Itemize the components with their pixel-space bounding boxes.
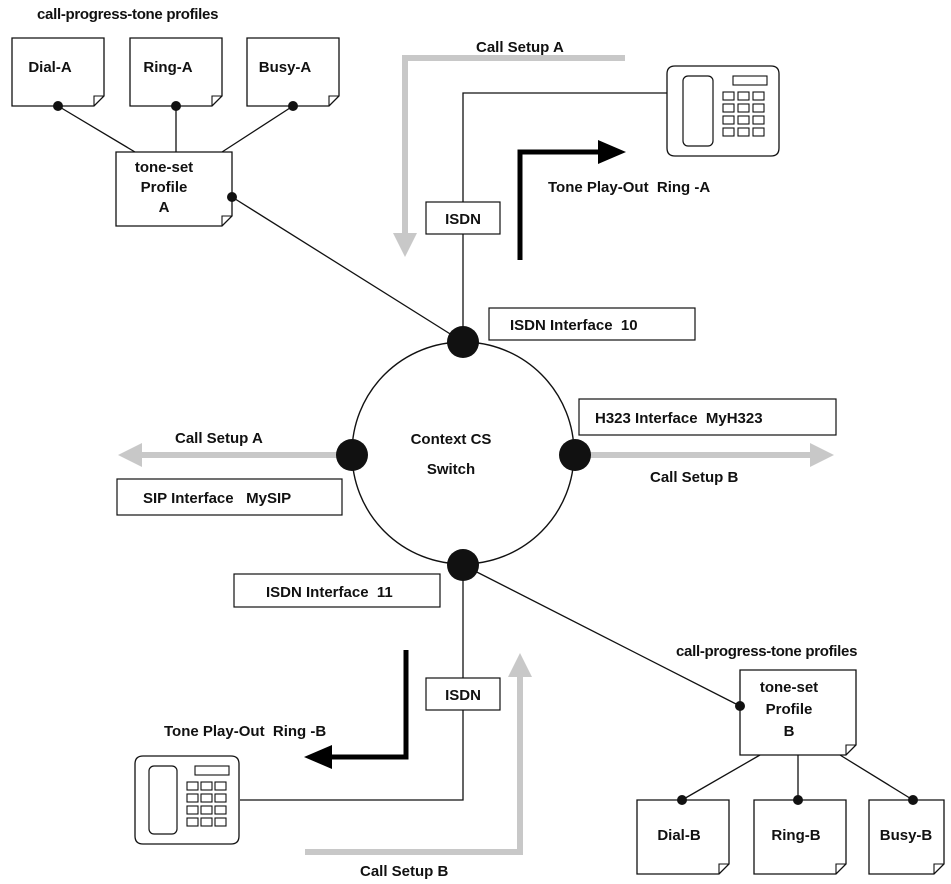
bottom-profiles-heading: call-progress-tone profiles bbox=[676, 643, 857, 660]
connection-lines bbox=[57, 92, 914, 801]
telephone-icon[interactable] bbox=[666, 65, 780, 157]
connector-dots-bottom bbox=[677, 701, 918, 805]
call-setup-a-top-label: Call Setup A bbox=[476, 39, 564, 56]
busy-a-profile[interactable]: Busy-A bbox=[246, 37, 340, 107]
isdn-box-bottom[interactable]: ISDN bbox=[425, 677, 501, 711]
sip-interface-box[interactable]: SIP Interface MySIP bbox=[116, 478, 343, 516]
ring-a-label: Ring-A bbox=[143, 59, 192, 76]
tone-playout-ring-a-label: Tone Play-Out Ring -A bbox=[548, 179, 710, 196]
sip-interface-label: SIP Interface MySIP bbox=[143, 490, 291, 507]
h323-interface-label: H323 Interface MyH323 bbox=[595, 410, 763, 427]
dial-a-label: Dial-A bbox=[28, 59, 72, 76]
h323-interface-box[interactable]: H323 Interface MyH323 bbox=[578, 398, 837, 436]
tone-set-profile-a[interactable]: tone-set Profile A bbox=[115, 151, 233, 227]
tone-set-a-line1: tone-set bbox=[135, 159, 193, 176]
tone-set-a-line3: A bbox=[159, 199, 170, 216]
call-setup-b-bottom-label: Call Setup B bbox=[360, 863, 449, 880]
tone-set-b-line1: tone-set bbox=[760, 679, 818, 696]
telephone-icon[interactable] bbox=[134, 755, 240, 845]
isdn-interface-10-label: ISDN Interface 10 bbox=[510, 317, 638, 334]
busy-b-profile[interactable]: Busy-B bbox=[868, 799, 945, 875]
tone-playout-ring-b-arrow bbox=[330, 650, 409, 760]
tone-playout-ring-a-arrow bbox=[517, 149, 600, 260]
sip-node[interactable] bbox=[336, 439, 368, 471]
busy-a-label: Busy-A bbox=[259, 59, 312, 76]
dial-b-label: Dial-B bbox=[657, 827, 701, 844]
tone-set-a-line2: Profile bbox=[141, 179, 188, 196]
isdn-box-bottom-label: ISDN bbox=[445, 687, 481, 704]
isdn-box-top[interactable]: ISDN bbox=[425, 201, 501, 235]
isdn-interface-11-label: ISDN Interface 11 bbox=[266, 584, 393, 601]
isdn-box-top-label: ISDN bbox=[445, 211, 481, 228]
context-label-line2: Switch bbox=[427, 461, 475, 478]
call-setup-b-right-label: Call Setup B bbox=[650, 469, 739, 486]
context-label-line1: Context CS bbox=[411, 431, 492, 448]
isdn-10-node[interactable] bbox=[447, 326, 479, 358]
top-profiles-heading: call-progress-tone profiles bbox=[37, 6, 218, 23]
call-setup-arrows bbox=[118, 55, 834, 855]
busy-b-label: Busy-B bbox=[880, 827, 933, 844]
dial-b-profile[interactable]: Dial-B bbox=[636, 799, 730, 875]
tone-playout-ring-b-label: Tone Play-Out Ring -B bbox=[164, 723, 326, 740]
dial-a-profile[interactable]: Dial-A bbox=[11, 37, 105, 107]
tone-set-profile-b[interactable]: tone-set Profile B bbox=[739, 669, 857, 756]
bottom-profiles: call-progress-tone profiles tone-set Pro… bbox=[636, 643, 945, 875]
ring-a-profile[interactable]: Ring-A bbox=[129, 37, 223, 107]
tone-set-b-line2: Profile bbox=[766, 701, 813, 718]
tone-set-b-line3: B bbox=[784, 723, 795, 740]
context-cs-switch: Context CS Switch bbox=[351, 341, 575, 565]
top-profiles: call-progress-tone profiles Dial-A Ring-… bbox=[11, 6, 340, 227]
isdn-interface-10-box[interactable]: ISDN Interface 10 bbox=[488, 307, 696, 341]
isdn-interface-11-box[interactable]: ISDN Interface 11 bbox=[233, 573, 441, 608]
call-setup-b-bottom-arrow bbox=[305, 653, 532, 855]
call-setup-a-left-label: Call Setup A bbox=[175, 430, 263, 447]
ring-b-label: Ring-B bbox=[771, 827, 820, 844]
call-setup-a-top-arrow bbox=[393, 55, 625, 257]
ring-b-profile[interactable]: Ring-B bbox=[753, 799, 847, 875]
tone-playout-arrows bbox=[304, 140, 626, 769]
interface-nodes bbox=[336, 326, 591, 581]
connector-dots-top bbox=[53, 101, 298, 202]
h323-node[interactable] bbox=[559, 439, 591, 471]
isdn-11-node[interactable] bbox=[447, 549, 479, 581]
